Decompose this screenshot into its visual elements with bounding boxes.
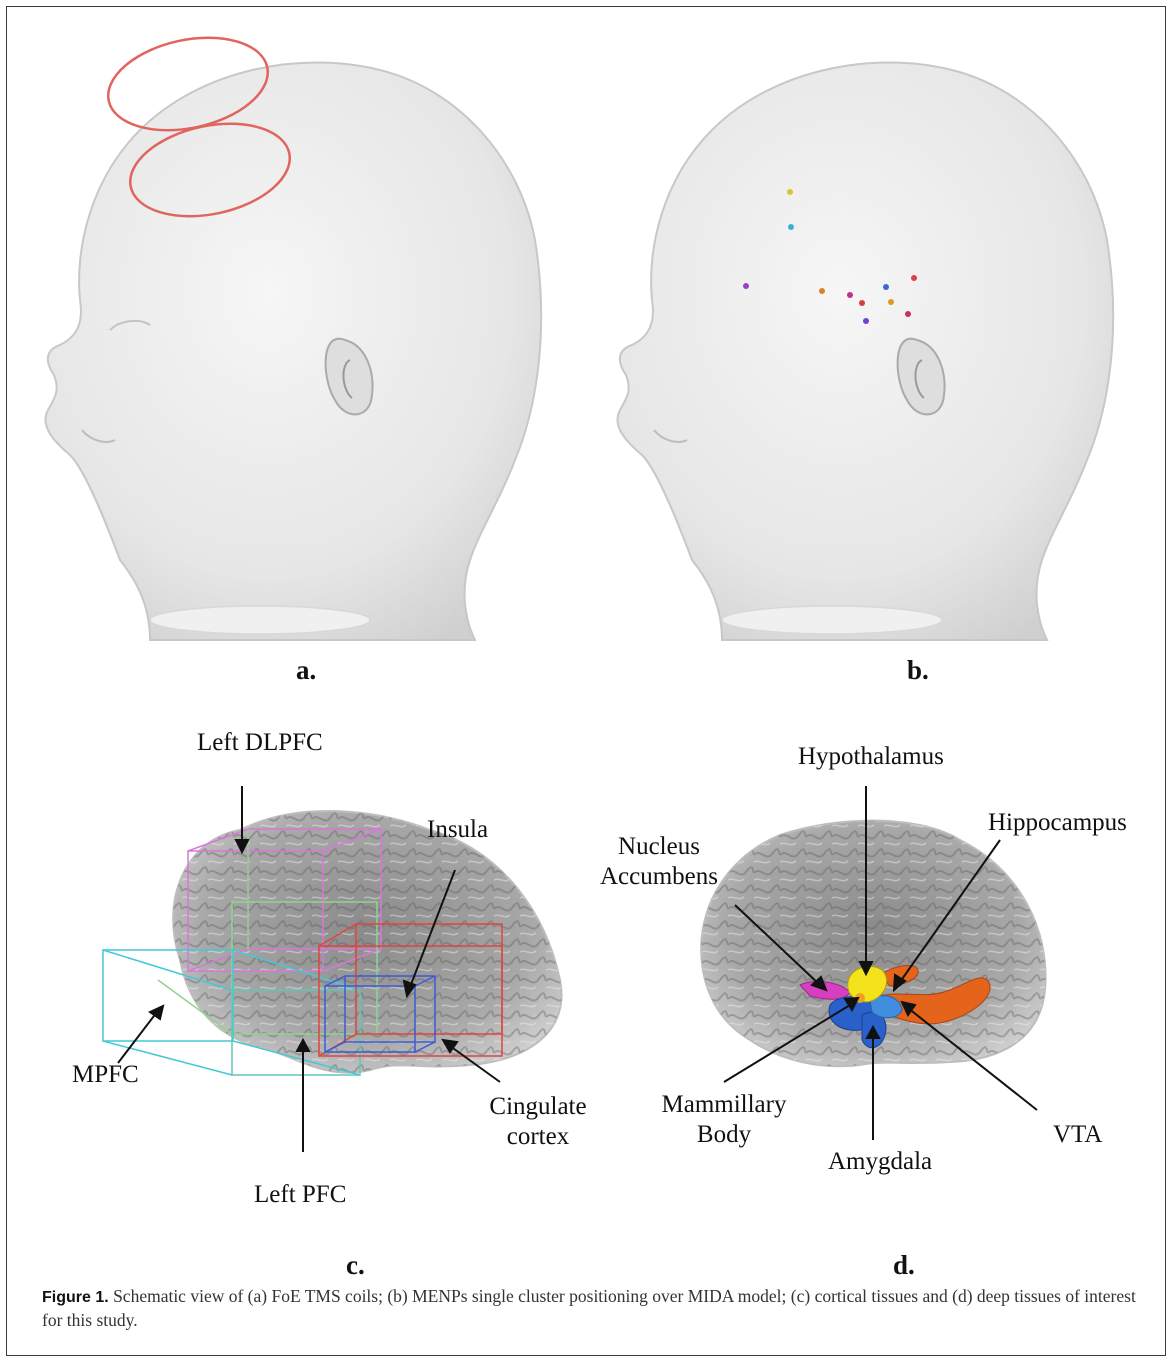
panel-letter-d: d. [893, 1250, 915, 1281]
head-b [617, 63, 1113, 641]
label-cingulate-line2: cortex [478, 1122, 598, 1152]
menp-particle [819, 288, 825, 294]
label-cingulate-line1: Cingulate [478, 1092, 598, 1122]
label-left-pfc: Left PFC [254, 1180, 346, 1210]
label-nucleus-accumbens: Nucleus Accumbens [594, 832, 724, 892]
label-left-dlpfc: Left DLPFC [197, 728, 323, 758]
menp-particle [911, 275, 917, 281]
panel-letter-a: a. [296, 655, 316, 686]
caption-text: Schematic view of (a) FoE TMS coils; (b)… [42, 1286, 1136, 1330]
menp-particle [863, 318, 869, 324]
label-mpfc: MPFC [72, 1060, 139, 1090]
label-hippocampus: Hippocampus [988, 808, 1127, 838]
menp-particle [788, 224, 794, 230]
label-cingulate-cortex: Cingulate cortex [478, 1092, 598, 1152]
label-amygdala: Amygdala [828, 1147, 932, 1177]
head-a [45, 63, 541, 641]
menp-particle [743, 283, 749, 289]
figure-caption: Figure 1. Schematic view of (a) FoE TMS … [42, 1285, 1142, 1332]
menp-particle [905, 311, 911, 317]
label-mammillary-line1: Mammillary [654, 1090, 794, 1120]
menp-particle [787, 189, 793, 195]
label-hypothalamus: Hypothalamus [798, 742, 944, 772]
panel-letter-c: c. [346, 1250, 365, 1281]
menp-particle [859, 300, 865, 306]
label-vta: VTA [1053, 1120, 1102, 1150]
menp-particle [888, 299, 894, 305]
menp-particle [847, 292, 853, 298]
label-insula: Insula [427, 815, 488, 845]
label-nucleus-line1: Nucleus [594, 832, 724, 862]
label-mammillary-body: Mammillary Body [654, 1090, 794, 1150]
label-mammillary-line2: Body [654, 1120, 794, 1150]
label-nucleus-line2: Accumbens [594, 862, 724, 892]
panel-letter-b: b. [907, 655, 929, 686]
menp-particle [883, 284, 889, 290]
caption-label: Figure 1. [42, 1289, 109, 1306]
